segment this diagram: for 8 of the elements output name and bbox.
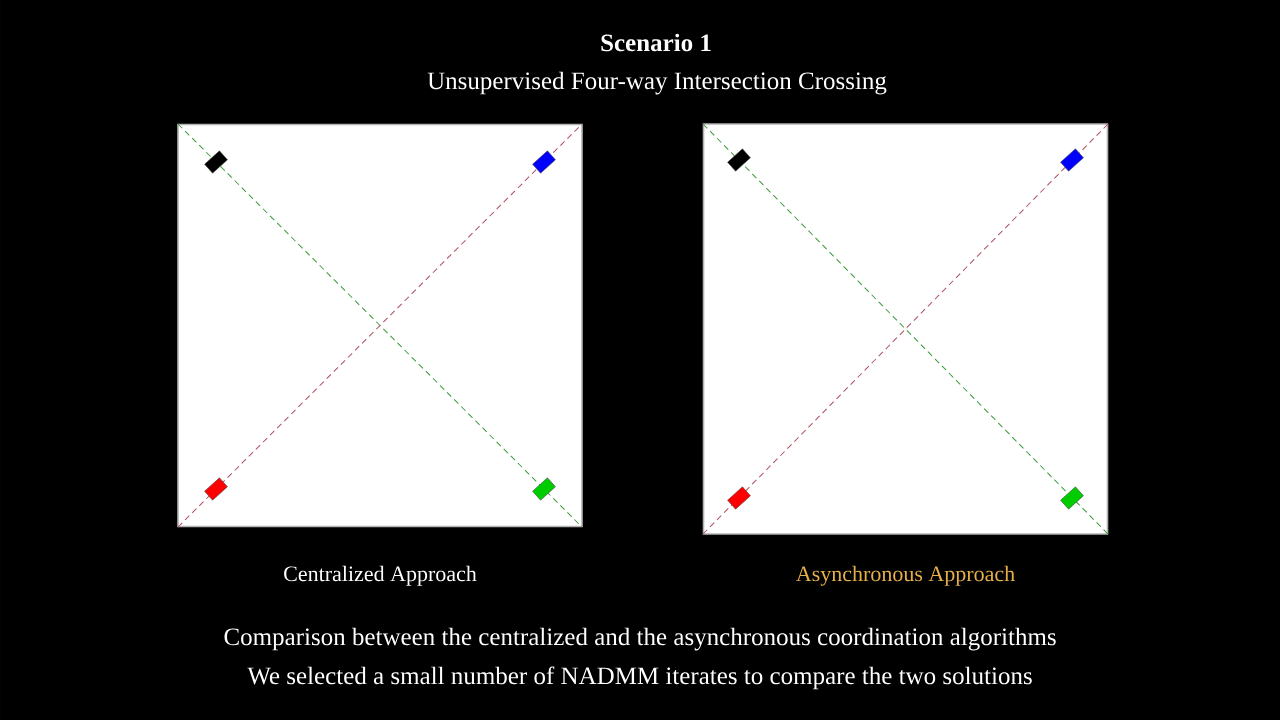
simulation-panel (702, 123, 1109, 535)
simulation-panel (177, 123, 583, 528)
title: Scenario 1 (601, 33, 711, 52)
caption-line: Comparison between the centralized and the asynchronous coordination algorithms (224, 627, 1056, 651)
panel-caption: Asynchronous Approach (796, 565, 1015, 586)
caption-line: We selected a small number of NADMM iterates to compare the two solutions (247, 666, 1032, 690)
subtitle: Unsupervised Four-way Intersection Crossing (427, 71, 887, 95)
panel-caption: Centralized Approach (284, 565, 477, 586)
